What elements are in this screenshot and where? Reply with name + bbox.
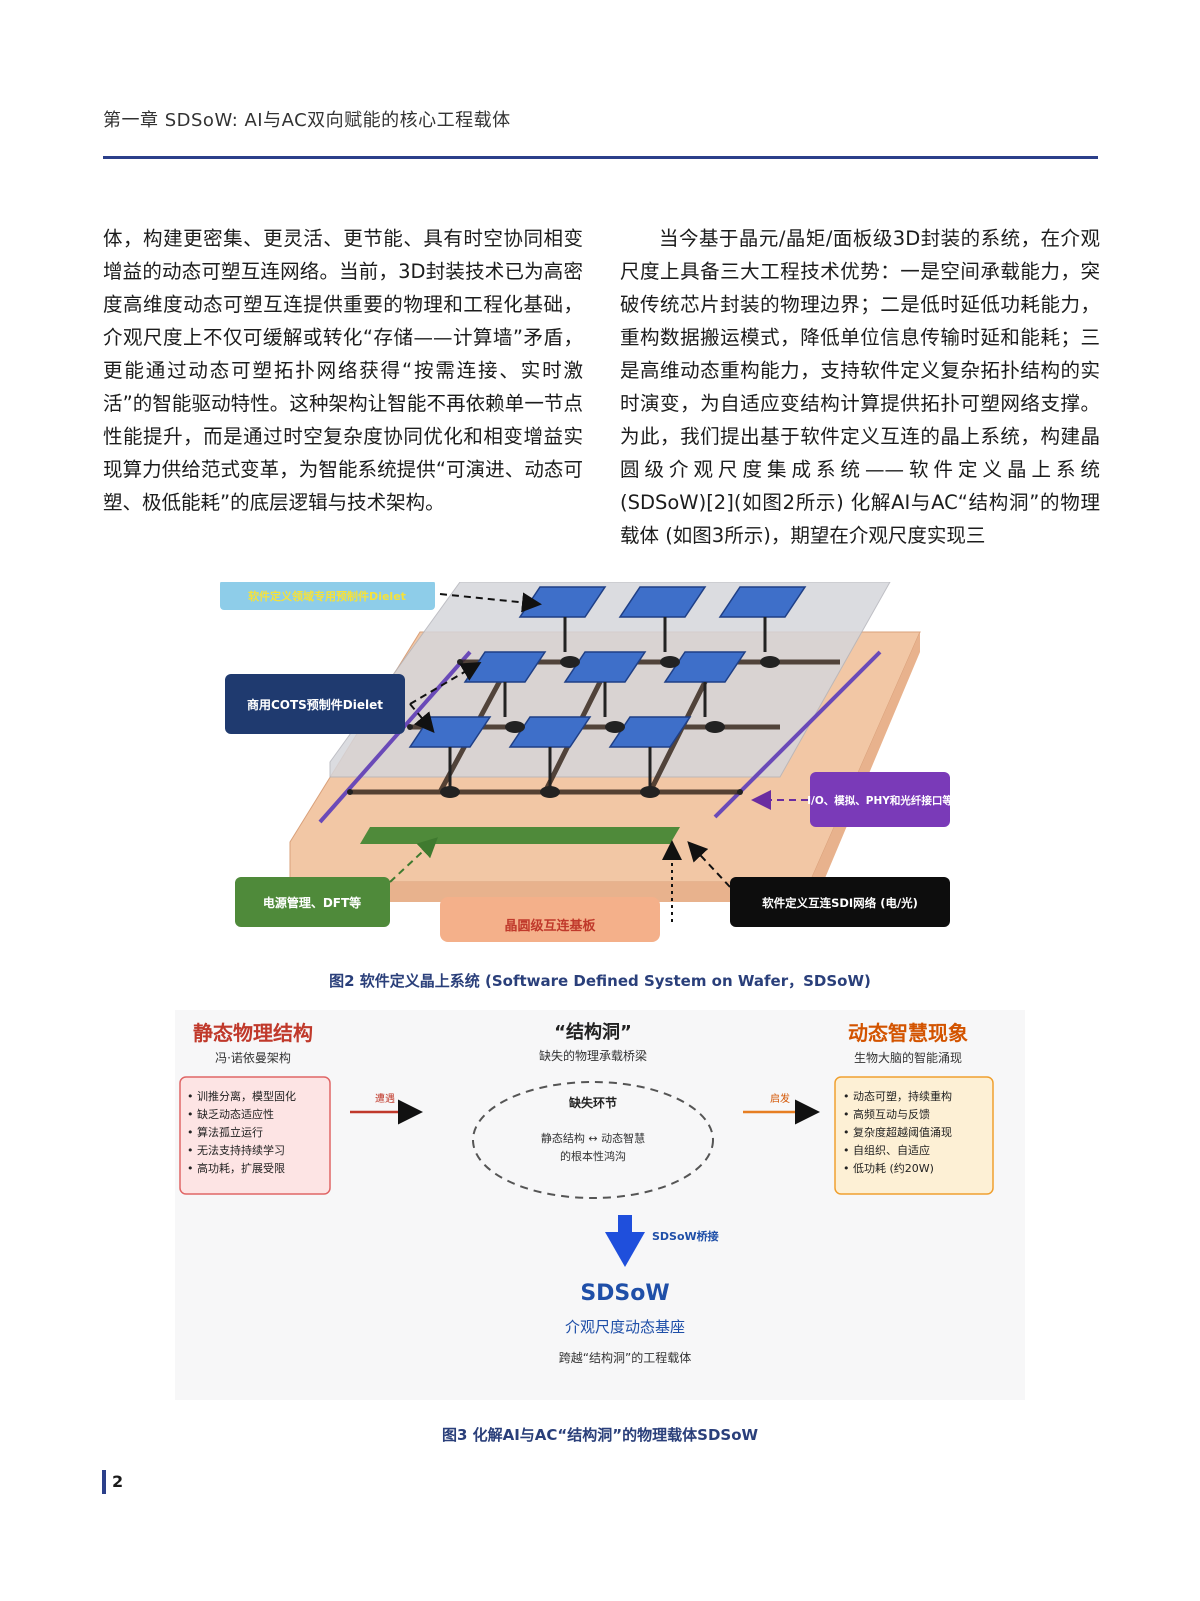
page-number-bar [102, 1470, 106, 1494]
right-text-column: 当今基于晶元/晶矩/面板级3D封装的系统，在介观尺度上具备三大工程技术优势：一是… [620, 222, 1100, 552]
chapter-header: 第一章 SDSoW: AI与AC双向赋能的核心工程载体 [103, 110, 511, 131]
static-item-1: • 训推分离，模型固化 [187, 1089, 296, 1103]
dynamic-wisdom-title: 动态智慧现象 [848, 1021, 968, 1045]
label-io-box [810, 772, 950, 827]
dynamic-wisdom-subtitle: 生物大脑的智能涌现 [854, 1050, 962, 1065]
label-sdi-box [730, 877, 950, 927]
dynamic-item-1: • 动态可塑，持续重构 [843, 1089, 952, 1103]
missing-link-title: 缺失环节 [569, 1095, 617, 1110]
label-power: 电源管理、DFT等 [263, 895, 361, 910]
left-paragraph: 体，构建更密集、更灵活、更节能、具有时空协同相变增益的动态可塑互连网络。当前，3… [103, 227, 583, 514]
label-io: I/O、模拟、PHY和光纤接口等 [807, 794, 953, 807]
label-sdi: 软件定义互连SDI网络 (电/光) [762, 896, 918, 910]
header-rule [103, 156, 1098, 159]
figure-3-caption: 图3 化解AI与AC“结构洞”的物理载体SDSoW [441, 1426, 759, 1444]
label-substrate: 晶圆级互连基板 [504, 918, 596, 934]
label-sd-dielet: 软件定义领域专用预制件Dielet [248, 589, 406, 603]
label-cots-box [225, 674, 405, 734]
structure-hole-title: “结构洞” [554, 1021, 632, 1043]
static-structure-subtitle: 冯·诺依曼架构 [215, 1050, 291, 1065]
page-number: 2 [112, 1472, 124, 1491]
label-substrate-box [440, 897, 660, 942]
down-arrow-shaft [618, 1215, 632, 1237]
missing-link-line2: 的根本性鸿沟 [560, 1149, 626, 1163]
dynamic-item-5: • 低功耗 (约20W) [843, 1162, 934, 1175]
dynamic-wisdom-box [834, 1076, 994, 1195]
static-structure-title: 静态物理结构 [193, 1021, 313, 1045]
static-item-5: • 高功耗，扩展受限 [187, 1161, 285, 1175]
left-text-column: 体，构建更密集、更灵活、更节能、具有时空协同相变增益的动态可塑互连网络。当前，3… [103, 222, 583, 519]
dynamic-item-4: • 自组织、自适应 [843, 1143, 930, 1157]
missing-link-ellipse [472, 1081, 714, 1199]
static-item-3: • 算法孤立运行 [187, 1125, 263, 1139]
static-item-4: • 无法支持持续学习 [187, 1143, 285, 1157]
missing-link-line1: 静态结构 ↔ 动态智慧 [541, 1131, 645, 1145]
static-item-2: • 缺乏动态适应性 [187, 1107, 274, 1121]
inspire-label: 启发 [770, 1092, 790, 1105]
label-sd-dielet-box [220, 582, 435, 610]
label-cots: 商用COTS预制件Dielet [247, 697, 383, 712]
figure-2-caption: 图2 软件定义晶上系统 (Software Defined System on … [329, 972, 871, 990]
encounter-label: 遭遇 [375, 1092, 395, 1105]
right-paragraph: 当今基于晶元/晶矩/面板级3D封装的系统，在介观尺度上具备三大工程技术优势：一是… [620, 227, 1100, 547]
power-strip [360, 827, 680, 844]
label-power-box [235, 877, 390, 927]
static-structure-box [179, 1076, 331, 1195]
dynamic-item-2: • 高频互动与反馈 [843, 1107, 930, 1121]
figure-3-structure-hole-diagram: 静态物理结构 冯·诺依曼架构 • 训推分离，模型固化 • 缺乏动态适应性 • 算… [175, 1010, 1025, 1400]
structure-hole-subtitle: 缺失的物理承载桥梁 [539, 1048, 647, 1063]
sdsow-note: 跨越“结构洞”的工程载体 [559, 1350, 691, 1365]
sdsow-bridge-label: SDSoW桥接 [652, 1229, 719, 1243]
sdsow-subtitle: 介观尺度动态基座 [565, 1318, 685, 1336]
down-arrow-head [605, 1232, 645, 1267]
figure-2-sdsow-diagram: 软件定义领域专用预制件Dielet 商用COTS预制件Dielet I/O、模拟… [220, 582, 953, 942]
sdsow-title: SDSoW [580, 1281, 669, 1306]
dynamic-item-3: • 复杂度超越阈值涌现 [843, 1125, 952, 1139]
